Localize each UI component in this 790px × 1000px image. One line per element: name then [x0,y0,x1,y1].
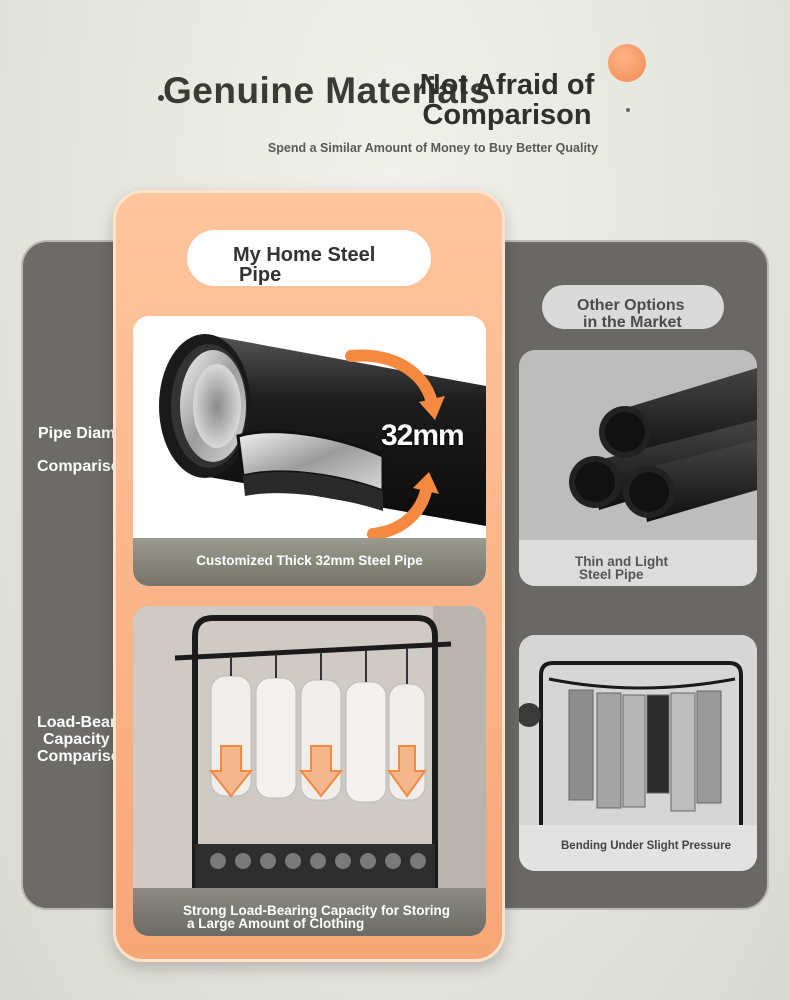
rack-caption: Strong Load-Bearing Capacity for Storing… [183,903,451,931]
thin-caption-line1: Thin and Light [575,554,668,569]
thick-pipe-caption-band [133,538,486,586]
thin-pipe-caption-band [519,540,757,586]
decorative-orb [608,44,646,82]
thick-pipe-card: 32mm Customized Thick 32mm Steel Pipe [133,316,486,586]
bending-caption: Bending Under Slight Pressure [561,840,731,852]
thin-pipe-card: Thin and Light Steel Pipe [519,350,757,586]
rack-illustration [133,606,486,936]
our-product-pill-label: My Home Steel Pipe [233,245,423,285]
rack-caption-band [133,888,486,936]
bending-caption-band [519,825,757,871]
decorative-dot [626,108,630,112]
thick-pipe-illustration [159,334,486,540]
load-bearing-card: Strong Load-Bearing Capacity for Storing… [133,606,486,936]
diameter-label-2: Comparison [37,458,130,475]
page-title-secondary: Not Afraid of Comparison [402,70,612,130]
title-secondary-line2: Comparison [422,99,592,131]
thin-pipe-illustration [569,368,757,522]
thick-pipe-caption: Customized Thick 32mm Steel Pipe [196,553,423,568]
rack-caption-line2: a Large Amount of Clothing [187,916,365,931]
thin-caption-line2: Steel Pipe [579,567,644,582]
diameter-label-line2: Comparison [37,458,131,475]
other-options-line2: in the Market [583,314,682,331]
rack-caption-line1: Strong Load-Bearing Capacity for Storing [183,903,451,918]
load-label-line2: Capacity [43,731,110,748]
load-label-line3: Comparison [37,748,131,765]
page-title: Genuine Materials [163,70,491,111]
decorative-dot [158,95,164,101]
thin-pipe-caption: Thin and Light Steel Pipe [575,554,668,582]
bending-rack-illustration [519,635,757,825]
pipe-size-label: 32mm [381,419,465,452]
bending-rack-card: Bending Under Slight Pressure [519,635,757,871]
pill-line1: My Home Steel [233,244,376,266]
other-options-pill [542,285,724,329]
pill-line2: Pipe [239,264,282,286]
other-options-line1: Other Options [577,297,685,314]
title-secondary-line1: Not Afraid of [419,69,595,101]
other-options-label: Other Options in the Market [577,297,727,331]
our-product-pill [187,230,431,286]
page-subtitle: Spend a Similar Amount of Money to Buy B… [267,141,599,155]
